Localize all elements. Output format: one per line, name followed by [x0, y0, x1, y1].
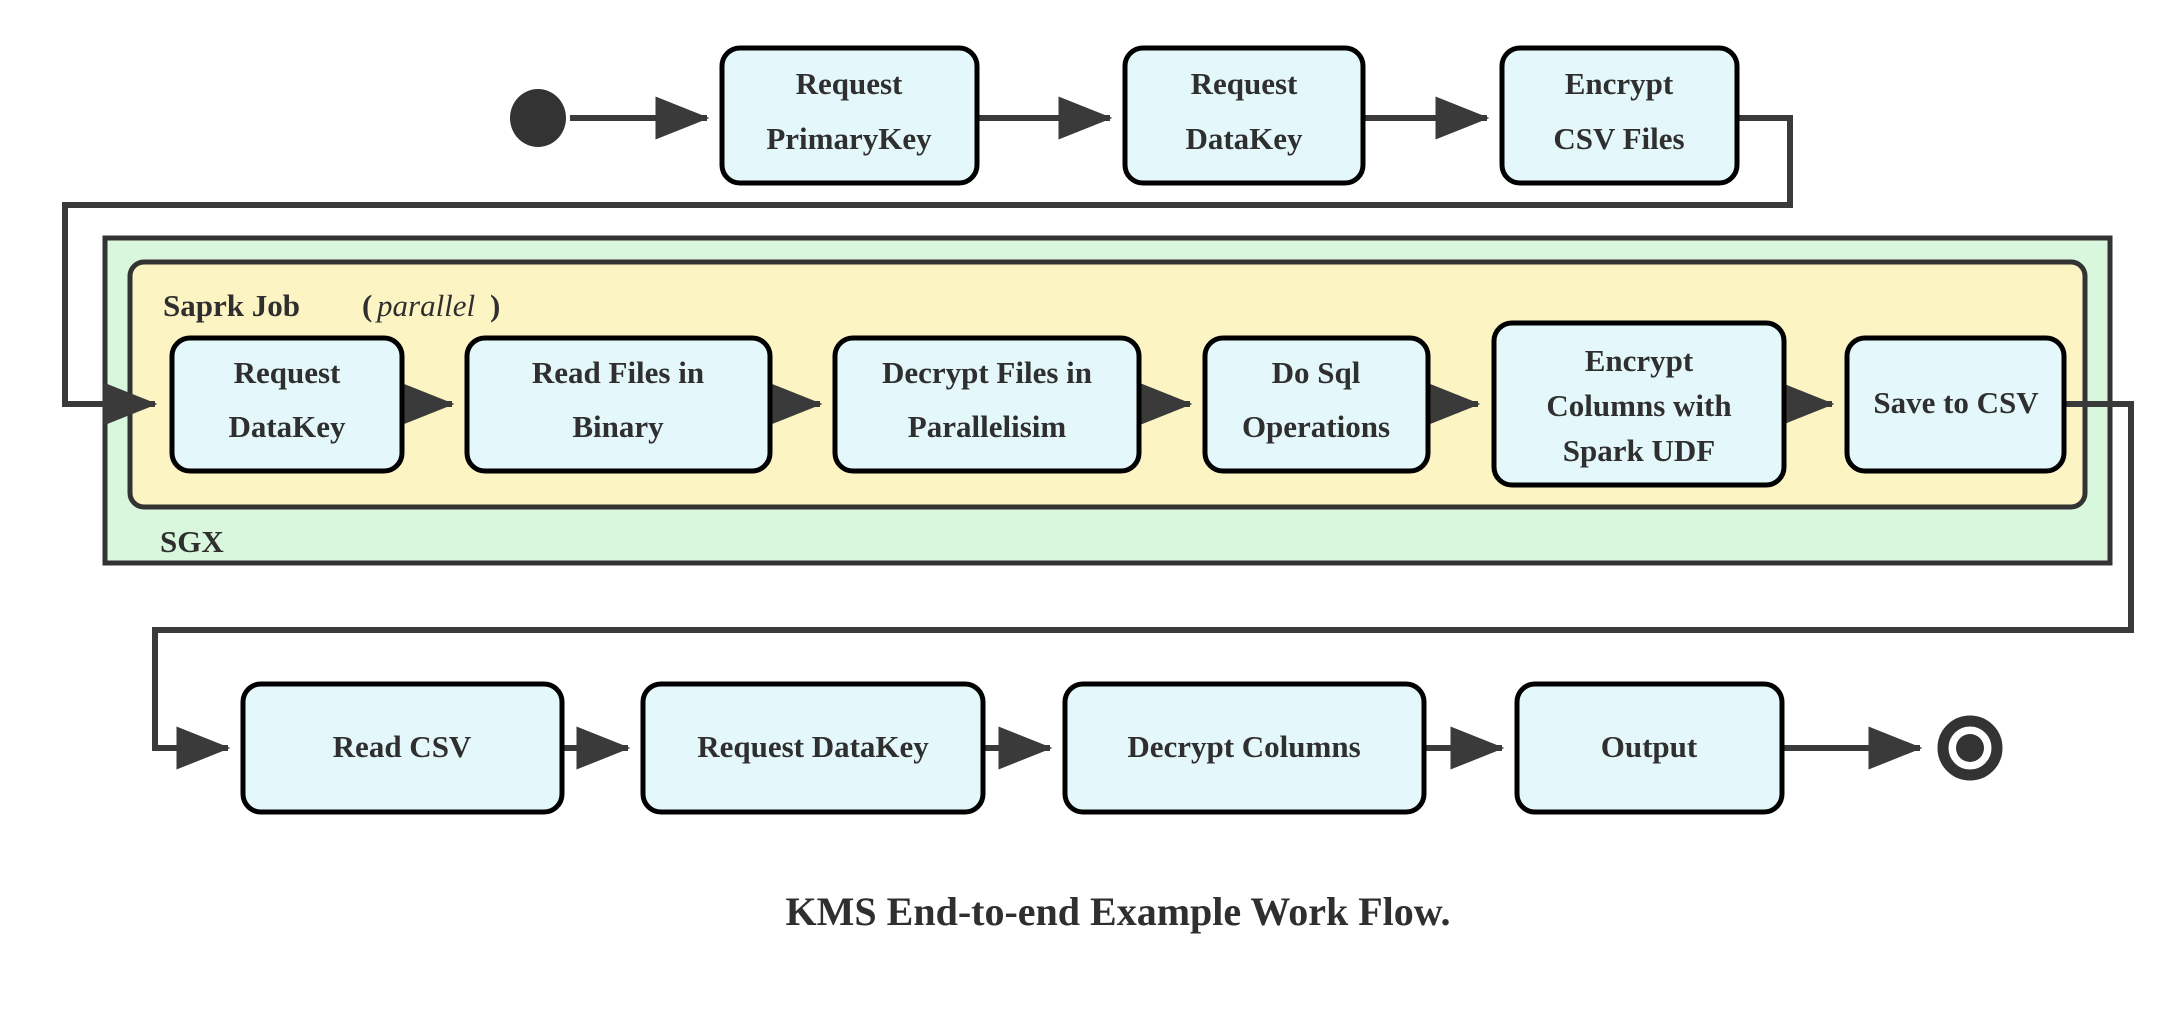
node-request-datakey-spark-line-1: DataKey: [228, 409, 346, 444]
group-spark-label-italic: parallel: [375, 288, 475, 323]
node-encrypt-columns-with-spark-udf-line-2: Spark UDF: [1563, 433, 1715, 468]
start-node: [510, 89, 566, 147]
group-spark-paren-close: ): [490, 288, 500, 323]
node-request-datakey-spark-line-0: Request: [234, 355, 341, 390]
node-read-csv[interactable]: Read CSV: [240, 681, 565, 815]
node-decrypt-columns[interactable]: Decrypt Columns: [1062, 681, 1427, 815]
node-decrypt-files-in-parallelisim-line-0: Decrypt Files in: [882, 355, 1092, 390]
node-do-sql-operations[interactable]: Do Sql Operations: [1202, 335, 1431, 474]
node-decrypt-columns-line-0: Decrypt Columns: [1127, 729, 1360, 764]
end-node: [1937, 715, 2003, 781]
node-request-datakey-top-line-0: Request: [1191, 66, 1298, 101]
node-encrypt-csv-files-line-0: Encrypt: [1565, 66, 1674, 101]
node-decrypt-files-in-parallelisim-line-1: Parallelisim: [908, 409, 1067, 444]
node-save-to-csv[interactable]: Save to CSV: [1844, 335, 2067, 474]
node-encrypt-columns-with-spark-udf[interactable]: Encrypt Columns with Spark UDF: [1491, 320, 1787, 488]
node-do-sql-operations-line-1: Operations: [1242, 409, 1390, 444]
node-encrypt-columns-with-spark-udf-line-1: Columns with: [1546, 388, 1731, 423]
node-read-files-in-binary-line-0: Read Files in: [532, 355, 704, 390]
node-output[interactable]: Output: [1514, 681, 1785, 815]
node-encrypt-columns-with-spark-udf-line-0: Encrypt: [1585, 343, 1694, 378]
edge-encrypt-csv-to-spark-datakey: [62, 115, 1793, 426]
node-request-primarykey-line-0: Request: [796, 66, 903, 101]
node-request-datakey-top-line-1: DataKey: [1185, 121, 1303, 156]
group-sgx-label: SGX: [160, 524, 224, 559]
node-read-files-in-binary[interactable]: Read Files in Binary: [464, 335, 773, 474]
diagram-caption: KMS End-to-end Example Work Flow.: [786, 889, 1451, 934]
node-encrypt-csv-files-line-1: CSV Files: [1553, 121, 1684, 156]
node-read-files-in-binary-line-1: Binary: [572, 409, 664, 444]
group-spark-paren-open: (: [362, 288, 372, 323]
node-request-primarykey[interactable]: Request PrimaryKey: [719, 45, 980, 186]
node-decrypt-files-in-parallelisim[interactable]: Decrypt Files in Parallelisim: [832, 335, 1142, 474]
node-request-primarykey-line-1: PrimaryKey: [766, 121, 932, 156]
node-request-datakey-spark[interactable]: Request DataKey: [169, 335, 405, 474]
node-save-to-csv-line-0: Save to CSV: [1873, 385, 2039, 420]
node-request-datakey-bottom[interactable]: Request DataKey: [640, 681, 986, 815]
edge-save-csv-to-read-csv: [152, 401, 2134, 770]
node-output-line-0: Output: [1601, 729, 1698, 764]
node-do-sql-operations-line-0: Do Sql: [1272, 355, 1361, 390]
node-encrypt-csv-files[interactable]: Encrypt CSV Files: [1499, 45, 1740, 186]
group-spark-label-bold: Saprk Job: [163, 288, 300, 323]
node-request-datakey-top[interactable]: Request DataKey: [1122, 45, 1366, 186]
node-request-datakey-bottom-line-0: Request DataKey: [697, 729, 929, 764]
node-read-csv-line-0: Read CSV: [333, 729, 472, 764]
